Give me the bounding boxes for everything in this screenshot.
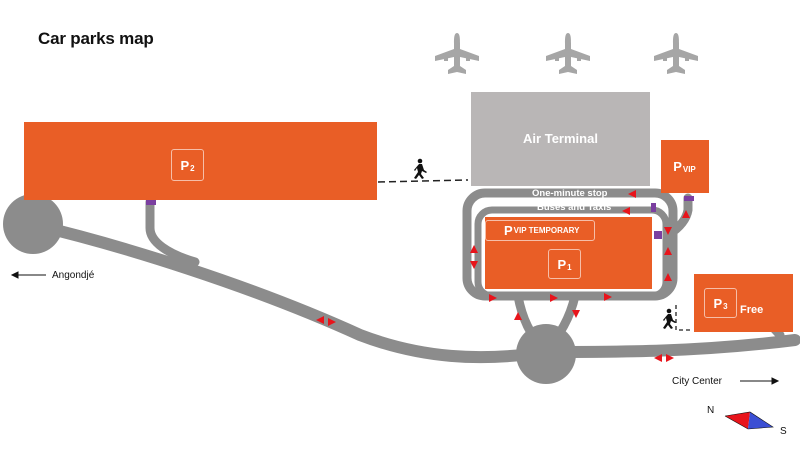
parking-p3-area[interactable] xyxy=(694,274,793,332)
arrow-left-icon xyxy=(10,271,46,279)
arrow-right-icon xyxy=(740,377,780,385)
terminal-label: Air Terminal xyxy=(523,131,598,146)
direction-right-label: City Center xyxy=(672,376,723,387)
pedestrian-icon xyxy=(663,308,676,329)
walkway xyxy=(675,305,693,331)
parking-p1-area[interactable] xyxy=(485,217,652,289)
parking-number: 3 xyxy=(723,301,728,311)
roundabout-west xyxy=(3,194,63,254)
direction-left-label: Angondjé xyxy=(52,270,95,281)
map-title: Car parks map xyxy=(38,29,154,48)
parking-p2-area[interactable] xyxy=(24,122,377,200)
compass-south-label: S xyxy=(780,426,787,437)
airplane-icon xyxy=(546,33,590,74)
airplane-icon xyxy=(435,33,479,74)
roads xyxy=(29,188,800,364)
parking-number: 1 xyxy=(567,262,572,272)
pedestrian-icon xyxy=(414,158,427,179)
walkway xyxy=(377,179,469,183)
airplane-icon xyxy=(654,33,698,74)
parking-letter: P xyxy=(673,158,682,174)
parking-p3-free-label: Free xyxy=(740,304,764,316)
parking-letter: P xyxy=(504,223,513,238)
parking-number: 2 xyxy=(190,163,195,173)
parking-pvip-area[interactable] xyxy=(661,140,709,193)
one-minute-stop-label: One-minute stop xyxy=(532,188,608,199)
compass-north-label: N xyxy=(707,405,715,416)
direction-arrows xyxy=(316,190,690,362)
parking-number: VIP TEMPORARY xyxy=(513,226,580,235)
roundabout-center xyxy=(516,324,576,384)
marker xyxy=(146,196,694,239)
buses-taxis-label: Buses and Taxis xyxy=(537,202,612,213)
parking-letter: P xyxy=(180,157,190,173)
parking-letter: P xyxy=(557,256,567,272)
compass-icon xyxy=(724,411,774,430)
parking-number: VIP xyxy=(682,164,696,174)
parking-letter: P xyxy=(713,295,723,311)
air-terminal xyxy=(471,92,650,186)
